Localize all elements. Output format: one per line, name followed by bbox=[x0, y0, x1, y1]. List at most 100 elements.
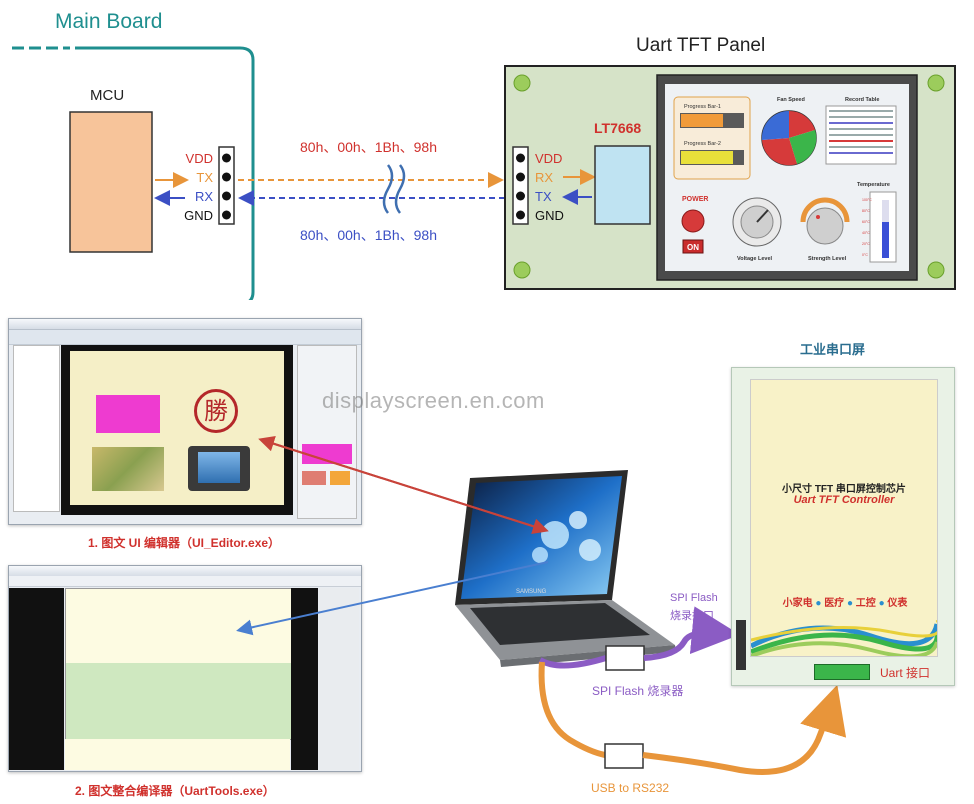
ui-editor-toolbar bbox=[9, 330, 361, 345]
usb-rs232-label: USB to RS232 bbox=[591, 781, 670, 795]
power-button bbox=[681, 209, 705, 233]
main-board-title: Main Board bbox=[55, 10, 162, 33]
mount-hole-tl bbox=[513, 74, 531, 92]
uart-tools-bottom bbox=[65, 739, 290, 770]
spi-programmer-label: SPI Flash 烧录器 bbox=[592, 684, 684, 698]
tx-byte-sequence: 80h、00h、1Bh、98h bbox=[300, 139, 437, 155]
watermark: displayscreen.en.com bbox=[322, 388, 545, 413]
app-medical: 医疗 bbox=[824, 598, 845, 609]
progress1-fill bbox=[681, 114, 723, 127]
decorative-waves bbox=[751, 620, 937, 656]
usb-cable-1 bbox=[538, 661, 606, 758]
industrial-controller: Uart TFT Controller bbox=[793, 494, 895, 506]
svg-text:60°C: 60°C bbox=[862, 220, 870, 224]
spi-connector bbox=[736, 620, 746, 670]
mount-hole-tr bbox=[927, 74, 945, 92]
svg-text:40°C: 40°C bbox=[862, 231, 870, 235]
chip-label: LT7668 bbox=[594, 120, 641, 136]
uart-tools-left-panel bbox=[9, 588, 64, 770]
uart-connector bbox=[814, 664, 870, 680]
board-pin-rx: RX bbox=[195, 189, 213, 204]
board-pin-tx: TX bbox=[196, 170, 213, 185]
progress2-label: Progress Bar-2 bbox=[684, 141, 721, 147]
ui-editor-canvas-frame: 勝 bbox=[61, 345, 293, 515]
panel-pin-gnd: GND bbox=[535, 208, 564, 223]
record-table-label: Record Table bbox=[845, 97, 879, 103]
mount-hole-br bbox=[927, 261, 945, 279]
laptop-brand: SAMSUNG bbox=[516, 589, 547, 595]
panel-pin-tx: TX bbox=[535, 189, 552, 204]
uart-tools-side-panel bbox=[319, 588, 359, 770]
laptop-keyboard bbox=[470, 603, 650, 645]
ui-editor-titlebar bbox=[9, 319, 361, 330]
main-board-outline bbox=[75, 46, 255, 300]
line-break-mark-2 bbox=[394, 164, 406, 214]
board-pin-vdd: VDD bbox=[186, 151, 213, 166]
industrial-apps: 小家电 ● 医疗 ● 工控 ● 仪表 bbox=[782, 598, 908, 609]
uart-tools-menubar bbox=[9, 576, 361, 587]
spi-flash-programmer bbox=[605, 645, 645, 671]
app-industrial: 工控 bbox=[855, 598, 876, 609]
lt7668-chip bbox=[594, 145, 651, 225]
board-pin-4 bbox=[222, 210, 231, 220]
voltage-label: Voltage Level bbox=[737, 256, 773, 262]
board-pin-1 bbox=[222, 153, 231, 163]
strength-arc bbox=[800, 197, 850, 223]
on-button bbox=[682, 239, 704, 254]
rx-byte-sequence: 80h、00h、1Bh、98h bbox=[300, 227, 437, 243]
temperature-fill bbox=[882, 222, 889, 258]
board-pin-gnd: GND bbox=[184, 208, 213, 223]
strength-dial bbox=[806, 207, 844, 245]
usb-rs232-adapter bbox=[604, 743, 644, 769]
svg-text:80°C: 80°C bbox=[862, 209, 870, 213]
svg-text:100°C: 100°C bbox=[862, 198, 872, 202]
temperature-label: Temperature bbox=[857, 182, 890, 188]
usb-cable-2 bbox=[642, 684, 847, 775]
progress2-fill bbox=[681, 151, 733, 164]
mcu-label: MCU bbox=[90, 87, 124, 104]
industrial-board: 小尺寸 TFT 串口屏控制芯片 Uart TFT Controller 小家电 … bbox=[731, 367, 955, 686]
spi-side-label-1: SPI Flash bbox=[670, 592, 718, 604]
chinese-char-seal: 勝 bbox=[194, 389, 238, 433]
panel-pin-rx: RX bbox=[535, 170, 553, 185]
uart-tools-window bbox=[8, 565, 362, 772]
board-pin-2 bbox=[222, 172, 231, 182]
app-instrument: 仪表 bbox=[887, 598, 908, 609]
panel-pin-vdd: VDD bbox=[535, 151, 562, 166]
uart-connection-diagram: Main Board MCU VDD TX RX GND 80h、00h、1Bh… bbox=[12, 10, 956, 300]
panel-title: Uart TFT Panel bbox=[636, 35, 765, 56]
industrial-title: 工业串口屏 bbox=[800, 342, 866, 357]
svg-text:20°C: 20°C bbox=[862, 242, 870, 246]
on-label: ON bbox=[687, 243, 699, 252]
cartoon-image bbox=[92, 447, 164, 491]
laptop-connections: SAMSUNG bbox=[236, 436, 847, 775]
spi-cable-2 bbox=[643, 606, 740, 661]
app-appliance: 小家电 bbox=[782, 598, 813, 609]
board-connector bbox=[218, 146, 235, 225]
ui-editor-canvas: 勝 bbox=[70, 351, 284, 505]
board-pin-3 bbox=[222, 191, 231, 201]
device-image bbox=[188, 446, 250, 491]
industrial-chip-line: 小尺寸 TFT 串口屏控制芯片 bbox=[782, 484, 906, 495]
pink-rectangle bbox=[96, 395, 160, 433]
arrow-to-uart-tools bbox=[236, 561, 549, 636]
industrial-screen: 小尺寸 TFT 串口屏控制芯片 Uart TFT Controller 小家电 … bbox=[750, 379, 938, 657]
power-label: POWER bbox=[682, 196, 708, 203]
svg-text:0°C: 0°C bbox=[862, 253, 868, 257]
ui-editor-window: 勝 bbox=[8, 318, 362, 525]
ui-editor-caption: 1. 图文 UI 编辑器（UI_Editor.exe） bbox=[88, 536, 281, 550]
spi-side-label-2: 烧录接口 bbox=[670, 610, 714, 622]
fan-speed-label: Fan Speed bbox=[777, 97, 805, 103]
ui-editor-properties-panel bbox=[297, 345, 357, 519]
mount-hole-bl bbox=[513, 261, 531, 279]
line-break-mark-1 bbox=[382, 164, 394, 214]
panel-connector bbox=[512, 146, 529, 225]
uart-tools-caption: 2. 图文整合编译器（UartTools.exe） bbox=[75, 784, 275, 798]
uart-tools-log bbox=[65, 588, 292, 740]
progress1-label: Progress Bar-1 bbox=[684, 104, 721, 110]
ui-editor-tree-panel bbox=[13, 345, 60, 512]
strength-label: Strength Level bbox=[808, 256, 847, 262]
spi-cable-1 bbox=[538, 655, 607, 669]
mcu-chip bbox=[69, 111, 153, 253]
uart-port-label: Uart 接口 bbox=[880, 666, 931, 680]
